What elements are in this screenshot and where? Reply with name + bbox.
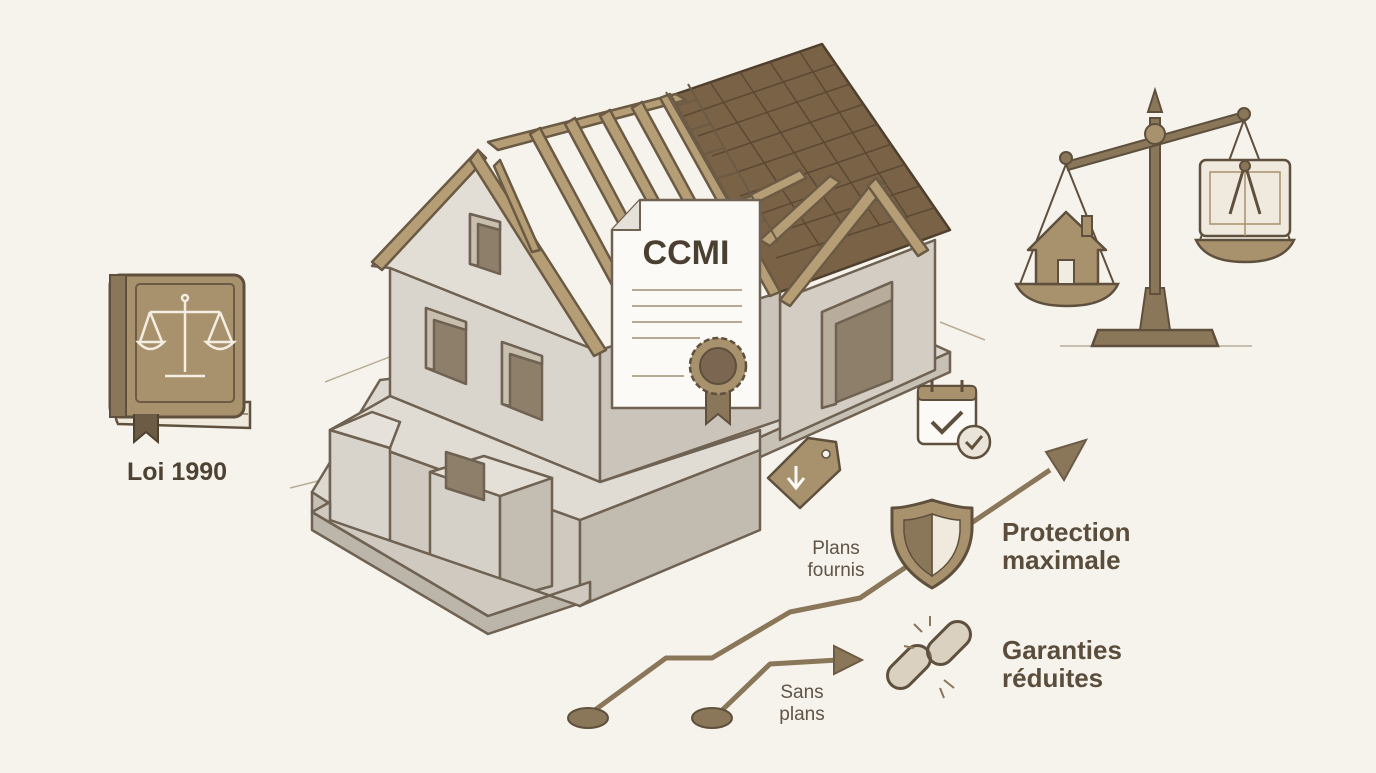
with-plans-label: Plans fournis (807, 538, 865, 581)
max-protection-label: Protection maximale (1002, 517, 1131, 575)
path-without-plans (691, 644, 865, 729)
path-with-plans (567, 438, 1089, 729)
balance-scale-icon (1014, 86, 1296, 348)
law-label: Loi 1990 (127, 458, 228, 486)
broken-chain-icon (886, 616, 972, 699)
shield-icon (890, 498, 974, 590)
law-book-icon (108, 273, 252, 445)
price-down-tag-icon (766, 436, 842, 510)
without-plans-label: Sans plans (779, 682, 825, 725)
calendar-check-icon (916, 380, 992, 460)
reduced-guarantees-label: Garanties réduites (1002, 635, 1122, 693)
roof-tiles (668, 42, 952, 294)
ccmi-contract-document (610, 198, 762, 427)
certificate-seal-icon (688, 336, 748, 427)
ccmi-title: CCMI (643, 234, 730, 272)
